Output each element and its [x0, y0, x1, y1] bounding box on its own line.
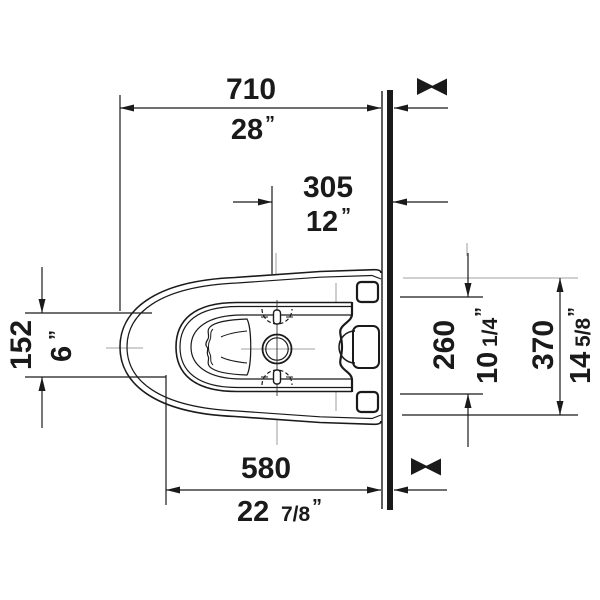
- dim-710: 710 28 ”: [119, 73, 448, 311]
- dim-710-wall-arrow-icon: [394, 104, 408, 112]
- seat-cover-inner-outline: [126, 274, 382, 420]
- seat-hole-top-slot: [272, 309, 282, 325]
- dim-580-wall-arrow-icon: [394, 486, 408, 494]
- wall-break-top-icon: [417, 78, 447, 96]
- seat-cover-outer-outline: [119, 268, 382, 426]
- dim-580-inch-mark: ”: [312, 496, 322, 518]
- dim-580-arrow-left-icon: [166, 486, 180, 494]
- dim-152-inch-label: 6: [46, 346, 78, 362]
- drain-circle-inner: [265, 337, 289, 361]
- dim-580-mm-label: 580: [241, 452, 291, 485]
- dim-580-inch-fraction: 7/8: [281, 503, 311, 526]
- dim-710-inch-label: 28: [231, 114, 263, 146]
- dim-152-mm-label: 152: [5, 320, 38, 370]
- seat-hole-bottom-slot: [272, 369, 282, 385]
- dim-580-inch-label: 22: [237, 496, 269, 528]
- bowl-rim-inner: [179, 305, 352, 389]
- tank-corner-cap-bottom: [355, 390, 380, 414]
- bowl-contour-top: [220, 330, 248, 338]
- tank-recess-semicircle: [338, 330, 356, 364]
- dim-260: 260 10 1/4 ”: [400, 253, 504, 447]
- dim-260-mm-label: 260: [428, 320, 461, 370]
- dim-305-inch-mark: ”: [341, 205, 351, 227]
- tank-recess-contour: [339, 302, 354, 392]
- bowl-water-outline: [205, 318, 252, 376]
- tank-corner-cap-top: [355, 280, 380, 304]
- bowl-contour-bottom: [220, 356, 248, 364]
- dim-152: 152 6 ”: [5, 267, 166, 428]
- dim-370-inch-label: 14: [565, 352, 597, 384]
- drain-and-holes: [261, 300, 293, 396]
- dim-305-arrow-left-icon: [258, 198, 272, 206]
- bowl-water-inner-wave: [208, 328, 214, 366]
- bowl-opening-outline: [190, 314, 352, 380]
- dim-260-arrow-bottom-icon: [464, 394, 472, 408]
- dim-710-inch-mark: ”: [265, 113, 275, 135]
- dim-305-inch-label: 12: [306, 206, 338, 238]
- dim-370-arrow-top-icon: [556, 278, 564, 292]
- dim-152-inch-mark: ”: [46, 330, 68, 340]
- dim-580-arrow-right-icon: [367, 486, 381, 494]
- wall-break-bottom-icon: [411, 458, 441, 476]
- dim-305-mm-label: 305: [303, 171, 353, 204]
- dim-305: 305 12 ”: [233, 171, 448, 274]
- dim-260-inch-label: 10: [472, 352, 504, 384]
- dim-152-arrow-top-icon: [38, 299, 46, 313]
- dim-370-inch-mark: ”: [565, 307, 587, 317]
- bowl-rim-outer: [175, 301, 352, 393]
- dim-710-arrow-right-icon: [367, 104, 381, 112]
- dim-260-inch-mark: ”: [472, 307, 494, 317]
- wall: [381, 78, 447, 510]
- drain-circle-outer: [261, 333, 293, 365]
- dim-370-inch-fraction: 5/8: [572, 317, 595, 347]
- dim-710-arrow-left-icon: [120, 104, 134, 112]
- dim-370: 370 14 5/8 ”: [402, 278, 597, 416]
- toilet-outline: [119, 268, 382, 426]
- dim-710-mm-label: 710: [226, 73, 276, 106]
- dim-152-arrow-bottom-icon: [38, 377, 46, 391]
- centerlines: [106, 243, 578, 445]
- dim-260-inch-fraction: 1/4: [479, 317, 502, 347]
- dim-370-mm-label: 370: [527, 320, 560, 370]
- dim-305-wall-arrow-icon: [393, 198, 407, 206]
- dim-580: 580 22 7/8 ”: [165, 375, 447, 528]
- tank-recess-plate: [352, 325, 380, 369]
- dim-260-arrow-top-icon: [464, 283, 472, 297]
- dim-370-arrow-bottom-icon: [556, 401, 564, 415]
